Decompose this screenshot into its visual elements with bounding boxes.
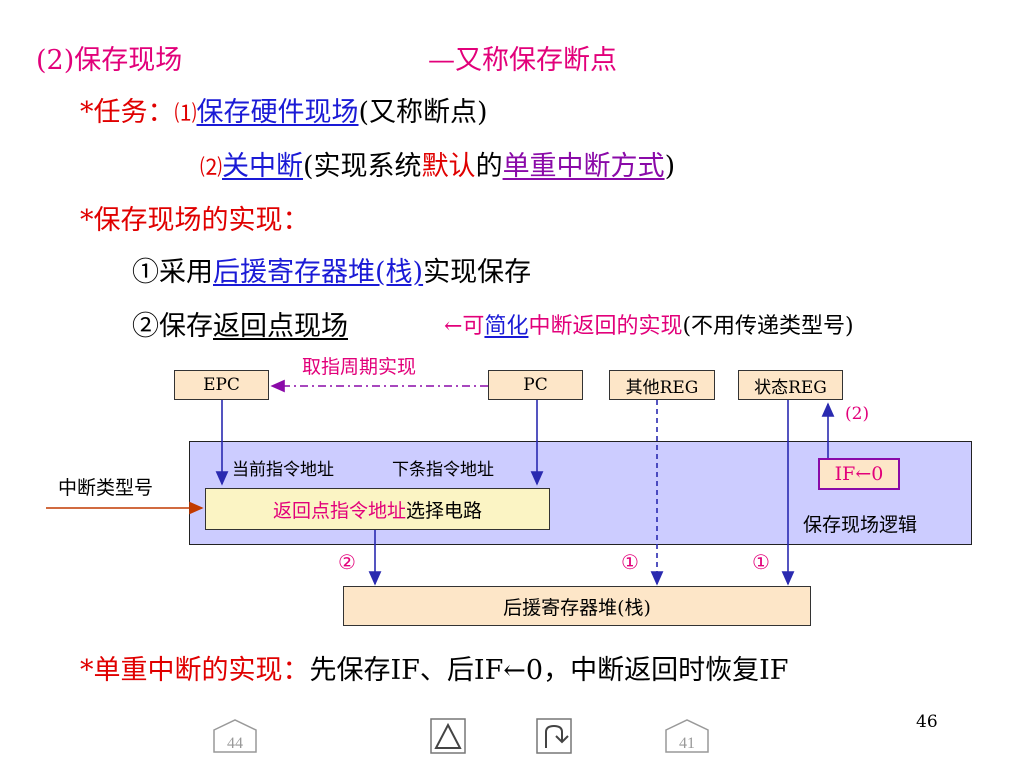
save-logic-label: 保存现场逻辑: [803, 514, 918, 536]
home-button[interactable]: [430, 718, 466, 754]
if-reset-box: IF←0: [818, 458, 900, 490]
selector-pink-text: 返回点指令地址: [272, 499, 406, 522]
task-label: *任务：: [80, 97, 175, 128]
other-register: 其他REG: [609, 370, 715, 400]
next-address-label: 下条指令地址: [392, 460, 494, 480]
section-heading: (2)保存现场: [36, 38, 182, 77]
impl-p2-simplify-link[interactable]: 简化: [484, 314, 529, 339]
task-item2-text-c: ): [664, 151, 676, 182]
task-item1-link[interactable]: 保存硬件现场: [196, 97, 359, 128]
status-register: 状态REG: [738, 370, 843, 400]
impl-p1-rest: 实现保存: [423, 257, 532, 288]
pc-register: PC: [488, 370, 583, 400]
step-circle-2: ②: [338, 550, 356, 574]
prev-page-number: 44: [227, 735, 243, 752]
impl-point-2: ②保存返回点现场: [132, 304, 348, 343]
fetch-label: 取指周期实现: [302, 356, 417, 378]
single-interrupt-label: *单重中断的实现：: [80, 655, 310, 686]
step-circle-1b: ①: [752, 550, 770, 574]
step-2-mark: (2): [845, 404, 870, 424]
task-item2-text-b: 的: [475, 151, 503, 182]
impl-p2-prefix: ②保存: [132, 311, 213, 342]
section-number: (2): [36, 45, 75, 76]
impl-p2-pink: 中断返回的实现: [528, 314, 683, 339]
impl-p1-prefix: ①采用: [132, 257, 213, 288]
task-line-2: ⑵关中断(实现系统默认的单重中断方式): [200, 144, 675, 183]
return-address-selector: 返回点指令地址选择电路: [205, 488, 550, 530]
impl-p2-note: ←可简化中断返回的实现(不用传递类型号): [444, 308, 854, 340]
task-item2-default: 默认: [421, 151, 476, 182]
task-item1-number: ⑴: [174, 102, 197, 127]
return-button[interactable]: [536, 718, 572, 754]
prev-page-button[interactable]: 44: [212, 718, 258, 754]
section-title: 保存现场: [74, 45, 183, 76]
page-number: 46: [916, 712, 938, 732]
impl-p2-rest: (不用传递类型号): [682, 314, 854, 339]
triangle-icon: [434, 722, 462, 749]
current-address-label: 当前指令地址: [232, 460, 334, 480]
epc-register: EPC: [174, 370, 269, 400]
next-page-number: 41: [679, 735, 695, 752]
single-interrupt-text: 先保存IF、后IF←0，中断返回时恢复IF: [309, 655, 789, 686]
task-line-1: *任务：⑴保存硬件现场(又称断点): [80, 90, 488, 129]
next-page-button[interactable]: 41: [664, 718, 710, 754]
interrupt-type-label: 中断类型号: [58, 477, 154, 499]
return-icon: [545, 724, 569, 748]
section-alias: —又称保存断点: [428, 45, 617, 76]
impl-label: *保存现场的实现：: [80, 205, 310, 236]
selector-black-text: 选择电路: [406, 499, 483, 522]
task-item1-rest: (又称断点): [358, 97, 488, 128]
impl-p2-link[interactable]: 返回点现场: [213, 311, 348, 342]
backup-register-stack: 后援寄存器堆(栈): [343, 586, 811, 626]
step-circle-1a: ①: [621, 550, 639, 574]
task-item2-link2[interactable]: 单重中断方式: [502, 151, 665, 182]
impl-p1-link[interactable]: 后援寄存器堆(栈): [213, 257, 424, 288]
impl-p2-arrow: ←可: [444, 314, 485, 339]
task-item2-text-a: (实现系统: [303, 151, 422, 182]
task-item2-link[interactable]: 关中断: [222, 151, 304, 182]
task-item2-number: ⑵: [200, 156, 223, 181]
impl-point-1: ①采用后援寄存器堆(栈)实现保存: [132, 250, 531, 289]
single-interrupt-line: *单重中断的实现：先保存IF、后IF←0，中断返回时恢复IF: [80, 648, 789, 687]
